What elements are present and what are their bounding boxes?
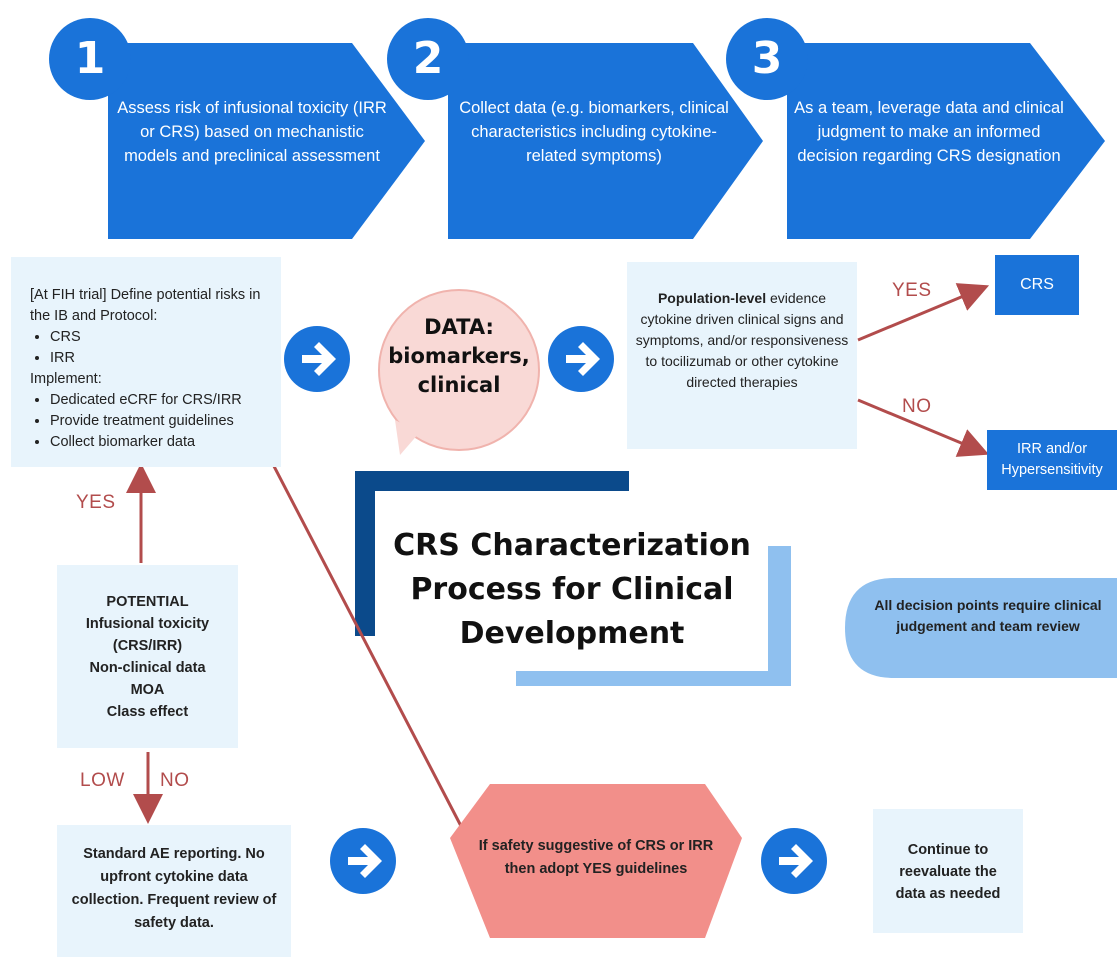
right-arrow-icon [779,844,813,878]
step-3-badge: 3 [726,18,808,100]
title-line-3: Development [459,616,685,651]
potential-line: Class effect [106,704,189,720]
step-2-badge: 2 [387,18,469,100]
potential-line: (CRS/IRR) [112,638,183,654]
outcome-yes-label: YES [892,280,932,301]
potential-line: Non-clinical data [89,660,206,676]
step-2-text: Collect data (e.g. biomarkers, clinical … [459,99,729,165]
continue-box: Continue to reevaluate the data as neede… [873,809,1023,933]
population-box: Population-level evidence cytokine drive… [627,262,857,449]
fih-risk-item: IRR [50,348,273,369]
arrow-circle-data-to-population [548,326,614,392]
left-yes-label: YES [76,492,116,513]
left-low-label: LOW [80,770,125,791]
fih-risk-list: CRS IRR [30,327,273,369]
title-line-2: Process for Clinical [410,572,734,607]
fih-box: [At FIH trial] Define potential risks in… [11,257,281,467]
data-circle [378,289,540,451]
decision-hexagon [450,784,742,938]
arrow-circle-fih-to-data [284,326,350,392]
title-line-1: CRS Characterization [393,528,751,563]
no-arrow-irr [857,398,990,457]
population-bold: Population-level [657,290,767,306]
potential-line: POTENTIAL [106,594,189,610]
irr-line-2: Hypersensitivity [1001,462,1103,478]
note-pill [845,578,1117,678]
right-arrow-icon [348,844,382,878]
step-2-chevron [448,43,763,239]
right-arrow-icon [302,342,336,376]
data-line-2: biomarkers, [388,344,530,368]
potential-line: Infusional toxicity [85,616,210,632]
step-1-text: Assess risk of infusional toxicity (IRR … [117,99,387,165]
outcome-irr-box: IRR and/or Hypersensitivity [987,430,1117,490]
decision-note: All decision points require clinical jud… [874,597,1102,634]
right-arrow-icon [566,342,600,376]
step-3-chevron [787,43,1105,239]
population-rest: evidence cytokine driven clinical signs … [635,290,849,390]
fih-implement-item: Provide treatment guidelines [50,411,273,432]
potential-box: POTENTIAL Infusional toxicity (CRS/IRR) … [57,565,238,748]
fih-implement-item: Collect biomarker data [50,432,273,453]
data-line-3: clinical [417,373,501,397]
step-3-text: As a team, leverage data and clinical ju… [794,99,1064,165]
irr-line-1: IRR and/or [1016,441,1088,457]
data-circle-text: DATA: biomarkers, clinical [384,313,534,400]
fih-risk-item: CRS [50,327,273,348]
potential-line: MOA [130,682,165,698]
data-circle-arrow [395,420,420,455]
data-line-1: DATA: [424,315,494,339]
title-backing [375,491,768,671]
outcome-no-label: NO [902,396,932,417]
outcome-crs-box: CRS [995,255,1079,315]
arrow-circle-hexagon-to-continue [761,828,827,894]
fih-implement-label: Implement: [30,371,102,387]
step-1-chevron [108,43,425,239]
fih-intro: [At FIH trial] Define potential risks in… [30,287,261,324]
hexagon-text: If safety suggestive of CRS or IRR then … [478,838,714,877]
arrow-circle-standard-to-hexagon [330,828,396,894]
left-no-label: NO [160,770,190,791]
fih-implement-list: Dedicated eCRF for CRS/IRR Provide treat… [30,390,273,453]
step-1-badge: 1 [49,18,131,100]
yes-arrow-crs [857,283,990,342]
diagram-title: CRS Characterization Process for Clinica… [377,524,767,656]
standard-ae-box: Standard AE reporting. No upfront cytoki… [57,825,291,957]
fih-implement-item: Dedicated eCRF for CRS/IRR [50,390,273,411]
